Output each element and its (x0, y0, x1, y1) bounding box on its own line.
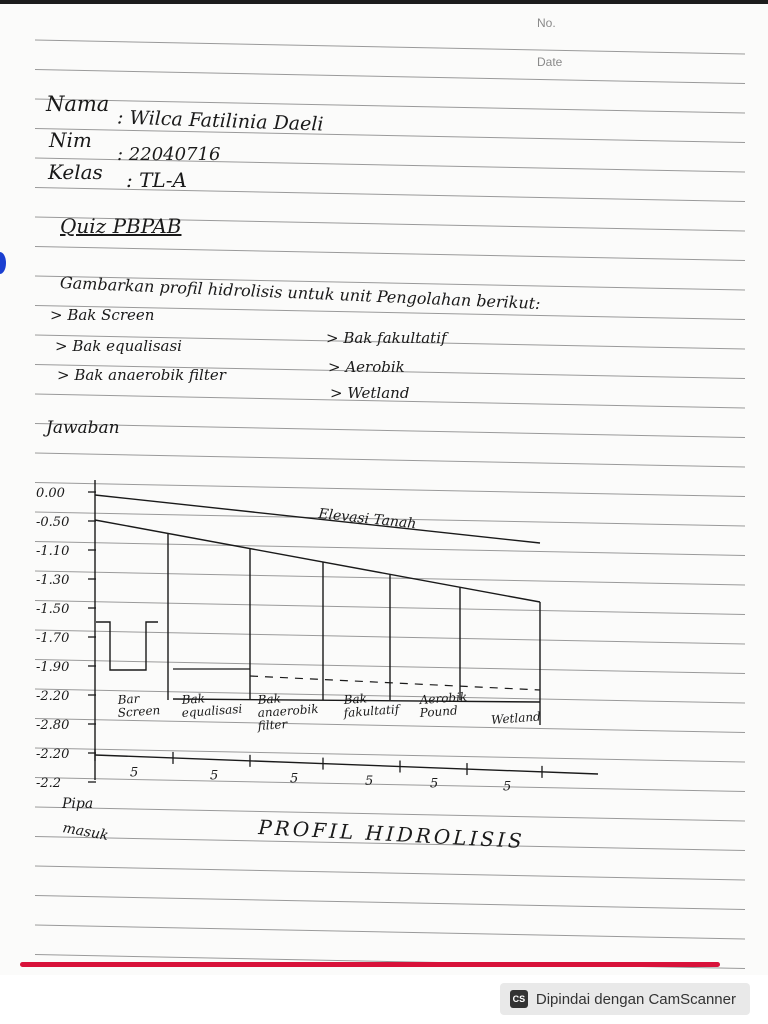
kelas-value: : TL-A (126, 168, 187, 192)
spacing-label: 5 (503, 779, 511, 794)
unit-label: Bar (116, 691, 141, 707)
ruled-line (34, 452, 746, 468)
spacing-label: 5 (430, 777, 438, 792)
elevation-tick-label: -1.50 (36, 602, 69, 617)
elevation-tick-label: -1.10 (36, 544, 69, 559)
pipe-profile-line (94, 519, 541, 603)
inlet-label-2: masuk (61, 820, 109, 844)
unit-label: equalisasi (181, 702, 243, 720)
diagram-title: PROFIL HIDROLISIS (257, 815, 526, 850)
unit-left-2: > Bak equalisasi (55, 337, 182, 355)
camscanner-badge: CS Dipindai dengan CamScanner (499, 983, 750, 1015)
camscanner-logo-icon: CS (509, 990, 528, 1008)
distance-axis-line (94, 754, 599, 775)
unit-right-3: > Wetland (330, 384, 410, 402)
unit-label: Aerobik (418, 690, 467, 707)
notebook-page: No. Date Nama : Wilca Fatilinia Daeli Ni… (0, 0, 768, 969)
ruled-line (34, 216, 746, 232)
elevation-tick-label: -2.20 (36, 689, 69, 704)
unit-labels: BarScreenBakequalisasiBakanaerobikfilter… (116, 690, 541, 733)
elevation-tick-label: -1.70 (36, 631, 69, 646)
elevation-tick-label: -1.30 (36, 573, 69, 588)
elevation-axis: 0.00 -0.50 -1.10 -1.30 -1.50 -1.70 -1.90 -2.20 -… (36, 480, 96, 791)
ruled-line (34, 865, 746, 881)
ruled-line (34, 187, 746, 202)
top-edge-shadow (0, 0, 768, 4)
ruled-line (34, 334, 746, 350)
unit-walls (167, 533, 541, 725)
kelas-label: Kelas (48, 160, 103, 184)
ruled-line (34, 541, 746, 556)
ruled-lines (34, 39, 746, 969)
bar-screen-tank (96, 621, 158, 671)
ruled-line (34, 275, 746, 291)
ruled-line (34, 836, 746, 851)
ruled-line (34, 511, 746, 527)
ruled-line (34, 69, 746, 84)
bottom-red-edge (20, 962, 720, 967)
left-edge-blue-mark (0, 252, 6, 274)
ruled-line (34, 482, 746, 497)
answer-label: Jawaban (46, 418, 120, 438)
hydraulic-profile-diagram: 0.00 -0.50 -1.10 -1.30 -1.50 -1.70 -1.90 -2.20 -… (36, 480, 599, 850)
nama-label: Nama (46, 92, 110, 116)
unit-label: filter (256, 717, 289, 733)
unit-right-2: > Aerobik (328, 358, 405, 376)
unit-base-line (172, 698, 541, 703)
spacing-label: 5 (290, 771, 298, 786)
spacing-label: 5 (130, 765, 138, 780)
ruled-line (34, 806, 746, 822)
ruled-line (34, 157, 746, 173)
ruled-line (34, 747, 746, 763)
no-label: No. (537, 16, 556, 30)
camscanner-text: Dipindai dengan CamScanner (535, 990, 736, 1008)
ruled-line (34, 364, 746, 379)
unit-label: Screen (117, 703, 160, 720)
ruled-line (34, 777, 746, 792)
nim-label: Nim (49, 128, 92, 152)
ground-elevation-label: Elevasi Tanah (317, 506, 417, 532)
unit-label: fakultatif (342, 702, 402, 720)
date-label: Date (537, 55, 563, 69)
unit-left-3: > Bak anaerobik filter (57, 366, 226, 384)
ruled-line (34, 246, 746, 261)
unit-label: Wetland (491, 709, 542, 726)
ruled-line (34, 98, 746, 114)
ruled-line (34, 423, 746, 438)
elevation-tick-label: 0.00 (36, 486, 65, 501)
elevation-tick-label: -2.2 (36, 776, 61, 791)
unit-label: anaerobik (257, 702, 319, 720)
unit-left-1: > Bak Screen (50, 306, 155, 324)
ruled-line (34, 128, 746, 143)
elevation-tick-label: -2.80 (36, 718, 69, 733)
quiz-title: Quiz PBPAB (60, 214, 182, 238)
spacing-label: 5 (365, 774, 373, 789)
water-level-dashed (249, 675, 541, 691)
elevation-tick-label: -0.50 (36, 515, 69, 530)
distance-ticks: 5 5 5 5 5 5 (94, 749, 543, 794)
ruled-line (34, 895, 746, 910)
spacing-label: 5 (210, 768, 218, 783)
unit-label: Bak (342, 691, 367, 707)
elevation-tick-label: -2.20 (36, 747, 69, 762)
elevation-tick-label: -1.90 (36, 660, 69, 675)
ground-elevation-line (94, 494, 541, 544)
ruled-line (34, 718, 746, 733)
unit-right-1: > Bak fakultatif (326, 329, 447, 347)
ruled-line (34, 924, 746, 940)
scanner-footer: CS Dipindai dengan CamScanner (0, 975, 768, 1024)
unit-label: Bak (256, 691, 281, 707)
inlet-label-1: Pipa (61, 796, 93, 812)
unit-label: Bak (180, 691, 205, 707)
nim-value: : 22040716 (117, 144, 221, 165)
ruled-line (34, 393, 746, 409)
unit-label: Pound (418, 703, 458, 720)
ruled-line (34, 305, 746, 320)
ruled-line (34, 39, 746, 55)
